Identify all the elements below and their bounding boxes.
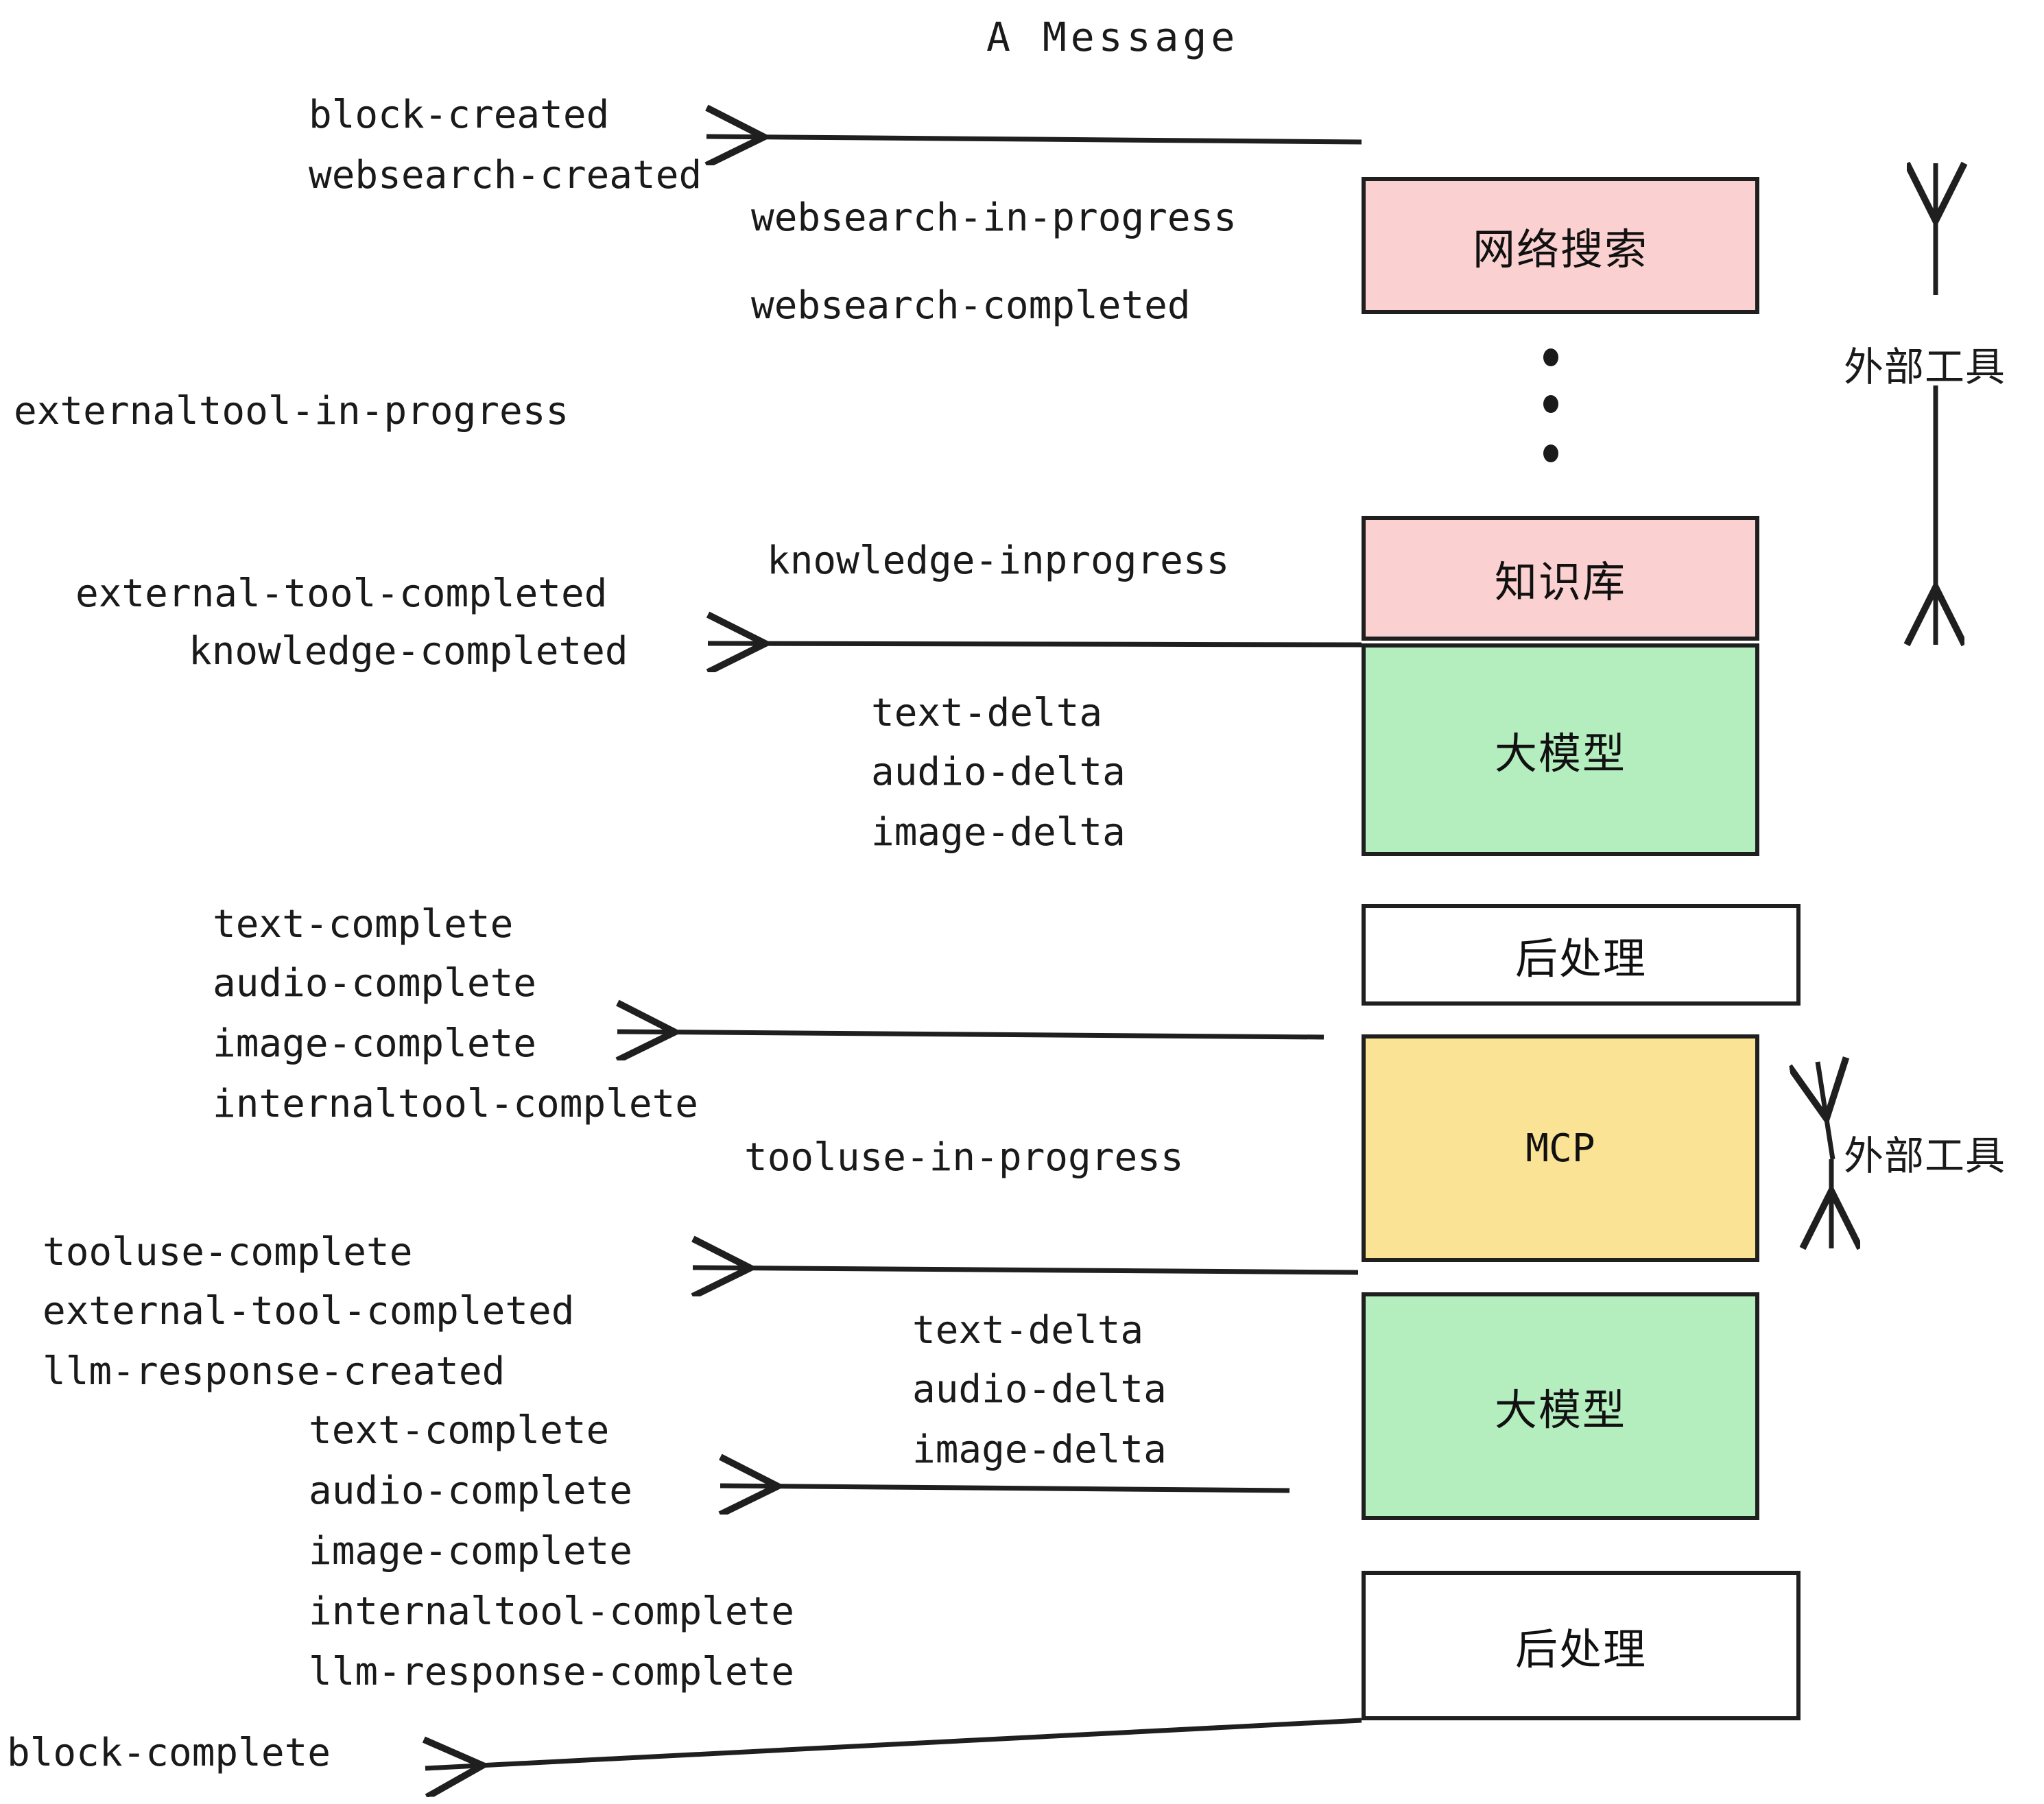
ellipsis-dot-2 bbox=[1543, 395, 1558, 413]
event-text-delta-2: text-delta bbox=[912, 1308, 1144, 1353]
side-label-external-tools-bottom: 外部工具 bbox=[1844, 1132, 2006, 1179]
box-llm-1-label: 大模型 bbox=[1494, 728, 1626, 779]
event-audio-delta-2: audio-delta bbox=[912, 1367, 1167, 1412]
event-knowledge-inprogress: knowledge-inprogress bbox=[767, 538, 1230, 583]
arrow-external-tools-bottom-up bbox=[1818, 1062, 1833, 1160]
arrow-websearch-to-block-created bbox=[706, 137, 1362, 142]
event-audio-complete-1: audio-complete bbox=[213, 961, 537, 1006]
ellipsis-dot-1 bbox=[1543, 348, 1558, 366]
event-tooluse-complete: tooluse-complete bbox=[43, 1230, 413, 1274]
box-mcp-label: MCP bbox=[1525, 1126, 1595, 1171]
arrow-mcp-to-tooluse-complete bbox=[693, 1268, 1359, 1272]
box-postprocess-2[interactable]: 后处理 bbox=[1362, 1571, 1801, 1720]
event-block-created: block-created bbox=[309, 93, 610, 137]
box-knowledge[interactable]: 知识库 bbox=[1362, 516, 1759, 641]
event-websearch-completed: websearch-completed bbox=[751, 283, 1191, 328]
box-websearch[interactable]: 网络搜索 bbox=[1362, 177, 1759, 314]
box-llm-1[interactable]: 大模型 bbox=[1362, 643, 1759, 856]
event-audio-delta-1: audio-delta bbox=[871, 750, 1126, 794]
arrow-llm2-to-audio-complete bbox=[720, 1486, 1290, 1491]
event-image-complete-2: image-complete bbox=[309, 1529, 633, 1574]
box-postprocess-1-label: 后处理 bbox=[1514, 934, 1647, 984]
box-llm-2[interactable]: 大模型 bbox=[1362, 1292, 1759, 1520]
event-external-tool-completed-1: external-tool-completed bbox=[75, 571, 608, 616]
box-postprocess-1[interactable]: 后处理 bbox=[1362, 904, 1801, 1006]
event-internaltool-complete-2: internaltool-complete bbox=[309, 1589, 795, 1634]
event-externaltool-in-progress: externaltool-in-progress bbox=[14, 389, 569, 434]
box-knowledge-label: 知识库 bbox=[1494, 557, 1626, 607]
arrow-postprocess1-to-image-complete bbox=[617, 1032, 1324, 1037]
ellipsis-dot-3 bbox=[1543, 444, 1558, 462]
event-image-delta-2: image-delta bbox=[912, 1427, 1167, 1472]
event-llm-response-created: llm-response-created bbox=[43, 1349, 506, 1394]
event-image-delta-1: image-delta bbox=[871, 810, 1126, 855]
event-text-delta-1: text-delta bbox=[871, 691, 1103, 735]
event-knowledge-completed: knowledge-completed bbox=[189, 629, 628, 674]
page-title: A Message bbox=[986, 14, 1239, 60]
box-llm-2-label: 大模型 bbox=[1494, 1385, 1626, 1435]
box-websearch-label: 网络搜索 bbox=[1472, 224, 1648, 274]
event-websearch-created: websearch-created bbox=[309, 153, 702, 198]
event-llm-response-complete: llm-response-complete bbox=[309, 1650, 795, 1694]
box-postprocess-2-label: 后处理 bbox=[1514, 1624, 1647, 1674]
arrow-knowledge-to-completed bbox=[708, 643, 1362, 645]
event-internaltool-complete-1: internaltool-complete bbox=[213, 1082, 699, 1126]
event-external-tool-completed-2: external-tool-completed bbox=[43, 1289, 575, 1333]
event-text-complete-2: text-complete bbox=[309, 1408, 610, 1453]
side-label-external-tools-top: 外部工具 bbox=[1844, 344, 2006, 390]
event-text-complete-1: text-complete bbox=[213, 902, 514, 947]
event-websearch-in-progress: websearch-in-progress bbox=[751, 195, 1237, 240]
event-block-complete: block-complete bbox=[7, 1731, 331, 1775]
event-tooluse-in-progress: tooluse-in-progress bbox=[744, 1135, 1184, 1180]
event-audio-complete-2: audio-complete bbox=[309, 1469, 633, 1513]
event-image-complete-1: image-complete bbox=[213, 1021, 537, 1066]
arrow-postprocess2-to-block-complete bbox=[425, 1718, 1362, 1768]
box-mcp[interactable]: MCP bbox=[1362, 1034, 1759, 1262]
